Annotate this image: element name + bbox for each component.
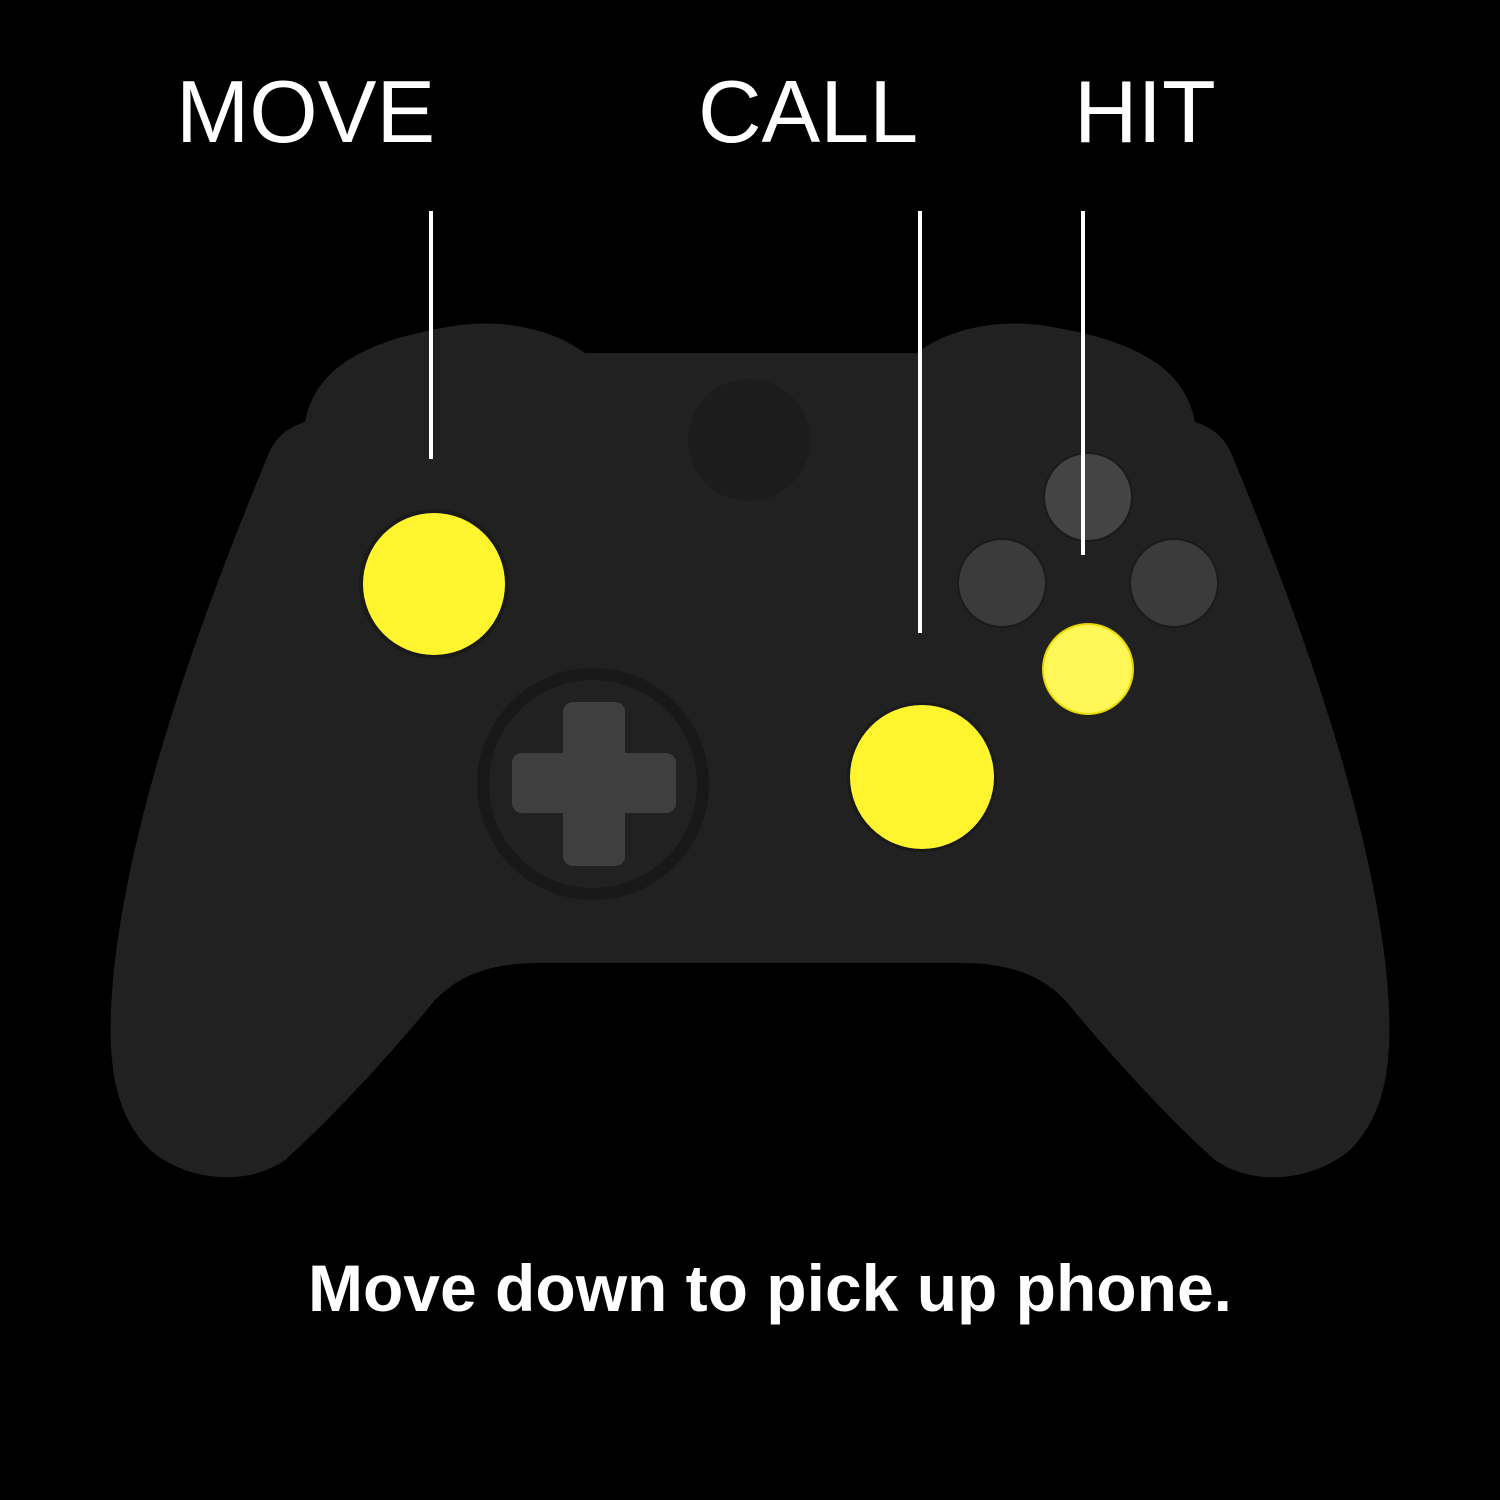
instruction-caption: Move down to pick up phone. [308,1251,1232,1325]
home-button-icon[interactable] [688,379,810,501]
hit-label: HIT [1074,62,1216,161]
face-button-bottom-cap [1044,625,1132,713]
dpad-icon[interactable] [512,702,676,866]
face-button-right-cap [1131,540,1217,626]
call-label: CALL [698,62,919,161]
move-label: MOVE [176,62,436,161]
face-button-left-cap [959,540,1045,626]
left-stick[interactable] [363,513,505,655]
face-button-top-cap [1045,454,1131,540]
right-stick[interactable] [850,705,994,849]
